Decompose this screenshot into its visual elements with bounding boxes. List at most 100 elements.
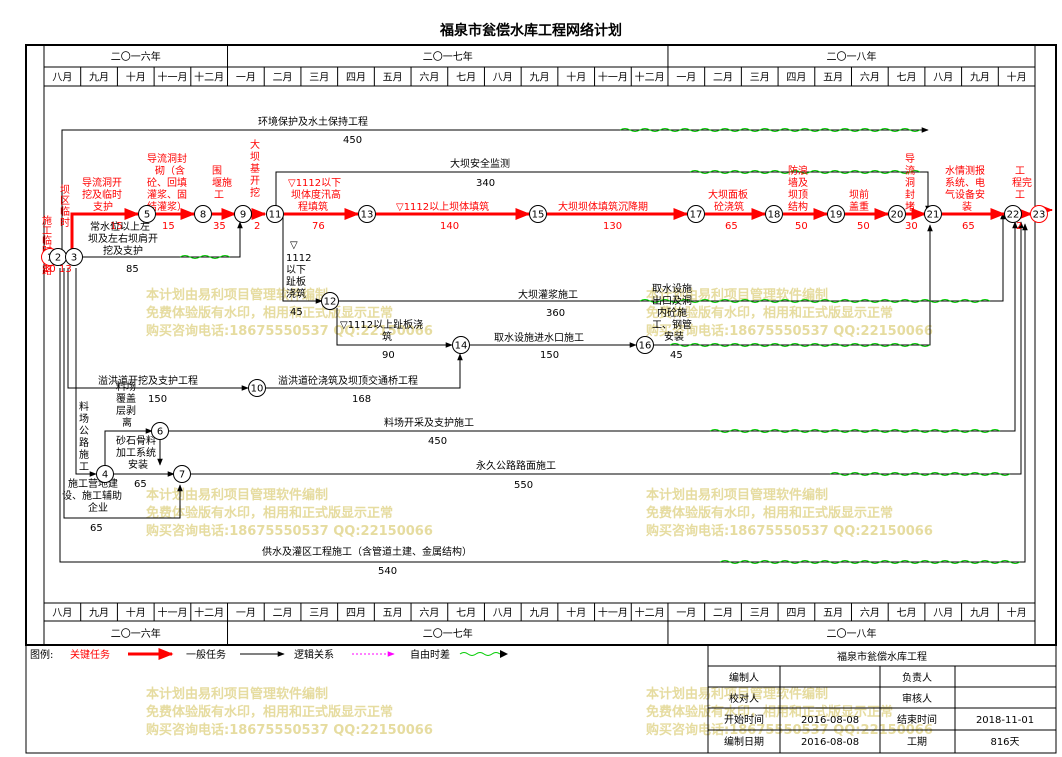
task-label: 程完 [1012, 176, 1032, 189]
task-label: 区 [60, 195, 70, 207]
month-label: 十月 [566, 71, 586, 84]
node-17: 17 [687, 205, 705, 223]
legend-logic-label: 逻辑关系 [294, 648, 334, 661]
task-label: 挖及临时 [82, 188, 122, 201]
info-table: 福泉市瓮偿水库工程 编制人 负责人 校对人 审核人 开始时间 2016-08-0… [707, 644, 1057, 754]
node-number: 6 [157, 427, 163, 438]
task-label: 趾板 [286, 275, 306, 288]
task-label: 结灌浆） [147, 200, 187, 213]
node-number: 10 [251, 384, 264, 395]
task-label: 工 [79, 462, 89, 473]
task-duration: 450 [428, 436, 447, 447]
task-label: 灌浆、固 [147, 188, 187, 201]
timeline-header-bottom: 八月九月十月十一月十二月一月二月三月四月五月六月七月八月九月十月十一月十二月一月… [43, 602, 1035, 645]
task-label: 供水及灌区工程施工（含管道土建、金属结构） [262, 545, 472, 558]
task-label: 导流洞封 [147, 152, 187, 165]
task-duration: 76 [312, 221, 325, 232]
info-date-value: 2016-08-08 [801, 737, 859, 748]
year-label: 二〇一六年 [111, 50, 161, 63]
task-label: 工、钢管 [652, 318, 692, 331]
node-11: 11 [266, 205, 284, 223]
legend: 图例: 关键任务 一般任务 逻辑关系 自由时差 [30, 648, 508, 661]
task-label: 导 [905, 153, 915, 165]
node-15: 15 [529, 205, 547, 223]
task-label: 工 [214, 190, 224, 201]
task-duration: 2 [254, 221, 260, 232]
info-reviewer-label: 审核人 [902, 692, 932, 705]
watermark-text: 购买咨询电话:18675550537 QQ:22150066 [146, 323, 433, 339]
info-editor-label: 编制人 [729, 671, 759, 684]
month-label: 十二月 [635, 71, 665, 84]
watermark-text: 本计划由易利项目管理软件编制 [146, 686, 328, 702]
watermark-text: 本计划由易利项目管理软件编制 [646, 487, 828, 503]
task-duration: 65 [962, 221, 975, 232]
info-date-label: 编制日期 [724, 735, 764, 748]
node-20: 20 [888, 205, 906, 223]
node-13: 13 [358, 205, 376, 223]
task-duration: 10 [43, 264, 56, 275]
task-label: 料场 [116, 380, 136, 393]
month-label: 五月 [383, 72, 403, 84]
task-label: 支护 [93, 200, 113, 213]
month-label: 十二月 [635, 606, 665, 619]
legend-free-wave [459, 652, 501, 656]
month-label: 五月 [823, 72, 843, 84]
node-number: 20 [891, 210, 904, 221]
task-label: 流 [905, 164, 915, 177]
month-label: 一月 [676, 607, 696, 619]
month-label: 十月 [126, 71, 146, 84]
task-duration: 45 [670, 350, 683, 361]
month-label: 四月 [786, 607, 806, 619]
node-8: 8 [194, 205, 212, 223]
month-label: 十一月 [598, 606, 628, 619]
month-label: 十月 [1007, 606, 1027, 619]
node-10: 10 [248, 379, 266, 397]
task-label: ▽1112以上坝体填筑 [396, 200, 489, 213]
node-22: 22 [1004, 205, 1022, 223]
info-checker-label: 校对人 [729, 692, 759, 705]
node-number: 18 [768, 210, 781, 221]
task-label: 施 [79, 448, 89, 461]
task-label: 墙及 [788, 176, 808, 189]
timeline-header-top: 八月九月十月十一月十二月一月二月三月四月五月六月七月八月九月十月十一月十二月一月… [43, 45, 1035, 87]
node-4: 4 [96, 465, 114, 483]
task-label: 安装 [128, 458, 148, 471]
node-number: 22 [1007, 210, 1020, 221]
task-label: 盖重 [849, 200, 869, 213]
task-label: 洞 [905, 177, 915, 189]
month-label: 五月 [823, 607, 843, 619]
node-5: 5 [138, 205, 156, 223]
info-owner-label: 负责人 [902, 671, 932, 684]
task-duration: 2 [1016, 221, 1022, 232]
month-label: 十月 [1007, 71, 1027, 84]
info-end-value: 2018-11-01 [976, 715, 1034, 726]
node-number: 4 [102, 470, 108, 481]
month-label: 十二月 [194, 71, 224, 84]
node-3: 3 [65, 248, 83, 266]
task-label: 挖 [250, 186, 260, 199]
watermark-text: 购买咨询电话:18675550537 QQ:22150066 [646, 323, 933, 339]
month-label: 六月 [419, 72, 439, 84]
task-label: 企业 [88, 501, 108, 514]
task-duration: 150 [540, 350, 559, 361]
task-label: 设、施工辅助 [62, 489, 122, 502]
task-label: ▽1112以上趾板浇 [340, 318, 423, 331]
month-label: 一月 [676, 72, 696, 84]
node-21: 21 [924, 205, 942, 223]
task-label: 永久公路路面施工 [476, 459, 556, 472]
task-label: 内砼施 [657, 306, 687, 319]
node-7: 7 [173, 465, 191, 483]
month-label: 五月 [383, 607, 403, 619]
year-label: 二〇一七年 [423, 627, 473, 640]
watermark-text: 免费体验版有水印，相用和正式版显示正常 [646, 305, 893, 321]
task-duration: 140 [440, 221, 459, 232]
node-number: 16 [639, 341, 652, 352]
month-label: 九月 [530, 607, 550, 619]
task-label: 大坝灌浆施工 [518, 288, 578, 301]
task-label: 加工系统 [116, 446, 156, 459]
month-label: 八月 [493, 607, 513, 619]
task-duration: 550 [514, 480, 533, 491]
month-label: 六月 [860, 72, 880, 84]
month-label: 三月 [309, 607, 329, 619]
task-label: 基 [250, 162, 260, 175]
